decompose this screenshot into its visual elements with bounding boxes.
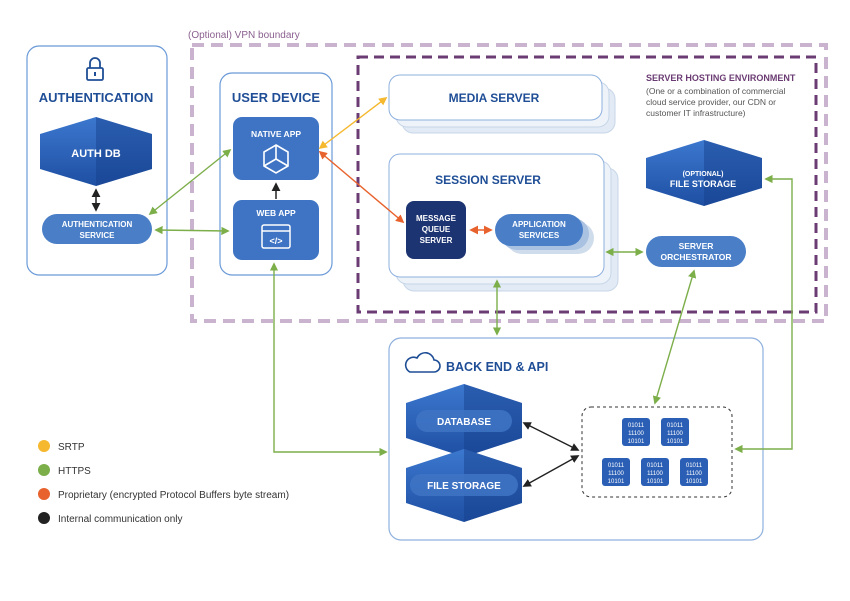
legend-swatch-proprietary [38, 488, 50, 500]
svg-text:11100: 11100 [628, 431, 644, 437]
cloud-icon [404, 352, 441, 373]
code-browser-icon: </> [261, 224, 291, 249]
svg-text:01011: 01011 [667, 423, 684, 429]
svg-text:10101: 10101 [647, 479, 664, 485]
optional-storage-line1: (OPTIONAL) [683, 171, 724, 178]
svg-text:11100: 11100 [667, 431, 683, 437]
svg-text:11100: 11100 [608, 471, 624, 477]
svg-text:01011: 01011 [628, 423, 645, 429]
https-orchestrator-cluster [652, 269, 697, 405]
svg-text:11100: 11100 [647, 471, 663, 477]
backend-title: BACK END & API [446, 360, 548, 374]
legend-swatch-srtp [38, 440, 50, 452]
web-app: WEB APP </> [233, 200, 319, 260]
svg-text:11100: 11100 [686, 471, 702, 477]
arrow-database-cluster [522, 422, 580, 451]
file-storage-label: FILE STORAGE [427, 481, 501, 492]
auth-db-label: AUTH DB [71, 148, 121, 160]
lock-icon [86, 57, 104, 81]
legend: SRTP HTTPS Proprietary (encrypted Protoc… [38, 440, 289, 525]
svg-text:01011: 01011 [647, 463, 664, 469]
binary-server-icon: 01011 11100 10101 [602, 458, 630, 486]
authentication-title: AUTHENTICATION [39, 90, 154, 105]
svg-text:10101: 10101 [686, 479, 703, 485]
svg-text:10101: 10101 [608, 479, 625, 485]
binary-server-icon: 01011 11100 10101 [641, 458, 669, 486]
authentication-service: AUTHENTICATION SERVICE [42, 214, 152, 244]
session-server: SESSION SERVER MESSAGE QUEUE SERVER APPL… [388, 153, 619, 292]
backend-panel: BACK END & API DATABASE FILE STORAGE 010… [388, 337, 764, 541]
user-device-title: USER DEVICE [232, 90, 320, 105]
auth-db: AUTH DB [40, 117, 152, 186]
orchestrator-line1: SERVER [679, 241, 714, 251]
mq-line3: SERVER [420, 236, 453, 245]
hosting-desc-1: (One or a combination of commercial [646, 86, 785, 96]
app-services-line2: SERVICES [519, 231, 560, 240]
optional-file-storage: (OPTIONAL) FILE STORAGE [646, 140, 762, 206]
legend-label-internal: Internal communication only [58, 514, 183, 525]
svg-text:01011: 01011 [686, 463, 703, 469]
hosting-desc-2: cloud service provider, our CDN or [646, 97, 776, 107]
svg-text:10101: 10101 [628, 439, 645, 445]
app-services-line1: APPLICATION [512, 220, 566, 229]
legend-item-https: HTTPS [38, 464, 91, 477]
optional-storage-line2: FILE STORAGE [670, 179, 736, 189]
legend-swatch-https [38, 464, 50, 476]
https-auth-nativeapp [148, 148, 232, 216]
user-device-panel: USER DEVICE NATIVE APP WEB APP </> [219, 72, 333, 276]
binary-server-icon: 01011 11100 10101 [680, 458, 708, 486]
binary-server-icon: 01011 11100 10101 [622, 418, 650, 446]
legend-item-srtp: SRTP [38, 440, 85, 453]
native-app: NATIVE APP [233, 117, 319, 180]
legend-label-srtp: SRTP [58, 442, 85, 453]
database: DATABASE [406, 384, 522, 457]
vpn-label: (Optional) VPN boundary [188, 30, 300, 41]
https-webapp-backend [269, 262, 388, 457]
native-app-label: NATIVE APP [251, 129, 301, 139]
legend-swatch-internal [38, 512, 50, 524]
orchestrator-line2: ORCHESTRATOR [661, 252, 732, 262]
server-cluster [581, 406, 733, 498]
legend-item-proprietary: Proprietary (encrypted Protocol Buffers … [38, 488, 289, 501]
mq-line2: QUEUE [422, 225, 451, 234]
connections [148, 96, 793, 457]
svg-text:10101: 10101 [667, 439, 684, 445]
https-auth-webapp [154, 225, 230, 236]
arrow-filestorage-cluster [522, 455, 580, 487]
mq-line1: MESSAGE [416, 214, 457, 223]
media-server: MEDIA SERVER [388, 74, 616, 134]
binary-server-icon: 01011 11100 10101 [661, 418, 689, 446]
svg-text:01011: 01011 [608, 463, 625, 469]
svg-text:</>: </> [269, 236, 282, 246]
legend-label-https: HTTPS [58, 466, 91, 477]
proprietary-nativeapp-mq [318, 150, 405, 224]
media-server-title: MEDIA SERVER [449, 91, 540, 105]
legend-item-internal: Internal communication only [38, 512, 183, 525]
unity-icon [263, 144, 289, 174]
legend-label-proprietary: Proprietary (encrypted Protocol Buffers … [58, 490, 289, 501]
auth-service-line1: AUTHENTICATION [62, 220, 133, 229]
database-label: DATABASE [437, 417, 491, 428]
https-optionalstorage-cluster [734, 174, 793, 454]
session-server-title: SESSION SERVER [435, 173, 541, 187]
hosting-title: SERVER HOSTING ENVIRONMENT [646, 73, 796, 83]
srtp-nativeapp-media [318, 96, 388, 150]
hosting-desc-3: customer IT infrastructure) [646, 108, 746, 118]
web-app-label: WEB APP [256, 208, 296, 218]
authentication-panel: AUTHENTICATION AUTH DB AUTHENTICATION SE… [26, 45, 168, 276]
message-queue-server: MESSAGE QUEUE SERVER [406, 201, 466, 259]
backend-file-storage: FILE STORAGE [406, 449, 522, 522]
auth-service-line2: SERVICE [80, 231, 116, 240]
server-orchestrator: SERVER ORCHESTRATOR [646, 236, 746, 267]
application-services: APPLICATION SERVICES [495, 214, 594, 254]
